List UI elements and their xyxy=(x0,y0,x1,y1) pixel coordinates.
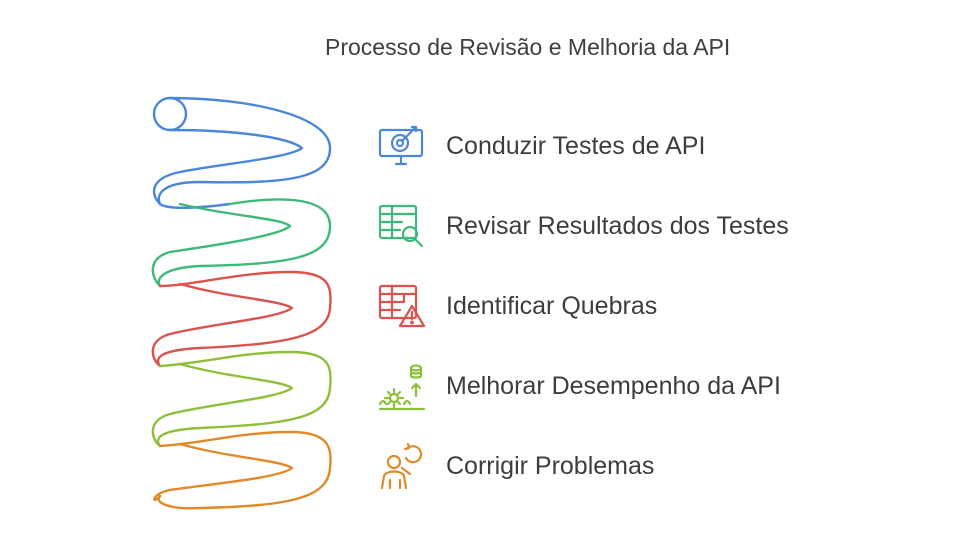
spiral-coil-red xyxy=(151,270,332,368)
spiral-graphic xyxy=(151,96,332,510)
step-label: Melhorar Desempenho da API xyxy=(446,371,781,400)
spiral-coil-green xyxy=(151,198,332,288)
person-refresh-icon xyxy=(380,442,423,490)
table-search-icon xyxy=(378,204,424,248)
step-conduzir-testes: Conduzir Testes de API xyxy=(376,118,846,174)
spiral-coil-lime xyxy=(151,350,332,448)
spiral-coil-blue xyxy=(152,96,332,209)
step-revisar-resultados: Revisar Resultados dos Testes xyxy=(376,198,846,254)
step-label: Corrigir Problemas xyxy=(446,451,655,480)
diagram-title: Processo de Revisão e Melhoria da API xyxy=(325,34,731,60)
step-identificar-quebras: Identificar Quebras xyxy=(376,278,846,334)
gear-database-arrow-icon xyxy=(378,364,426,411)
step-corrigir-problemas: Corrigir Problemas xyxy=(376,438,846,494)
step-label: Identificar Quebras xyxy=(446,291,658,320)
step-label: Revisar Resultados dos Testes xyxy=(446,211,789,240)
monitor-target-icon xyxy=(378,125,424,166)
step-label: Conduzir Testes de API xyxy=(446,131,706,160)
spiral-coil-orange xyxy=(153,430,332,510)
table-warning-icon xyxy=(378,284,426,328)
step-melhorar-desempenho: Melhorar Desempenho da API xyxy=(376,358,846,414)
